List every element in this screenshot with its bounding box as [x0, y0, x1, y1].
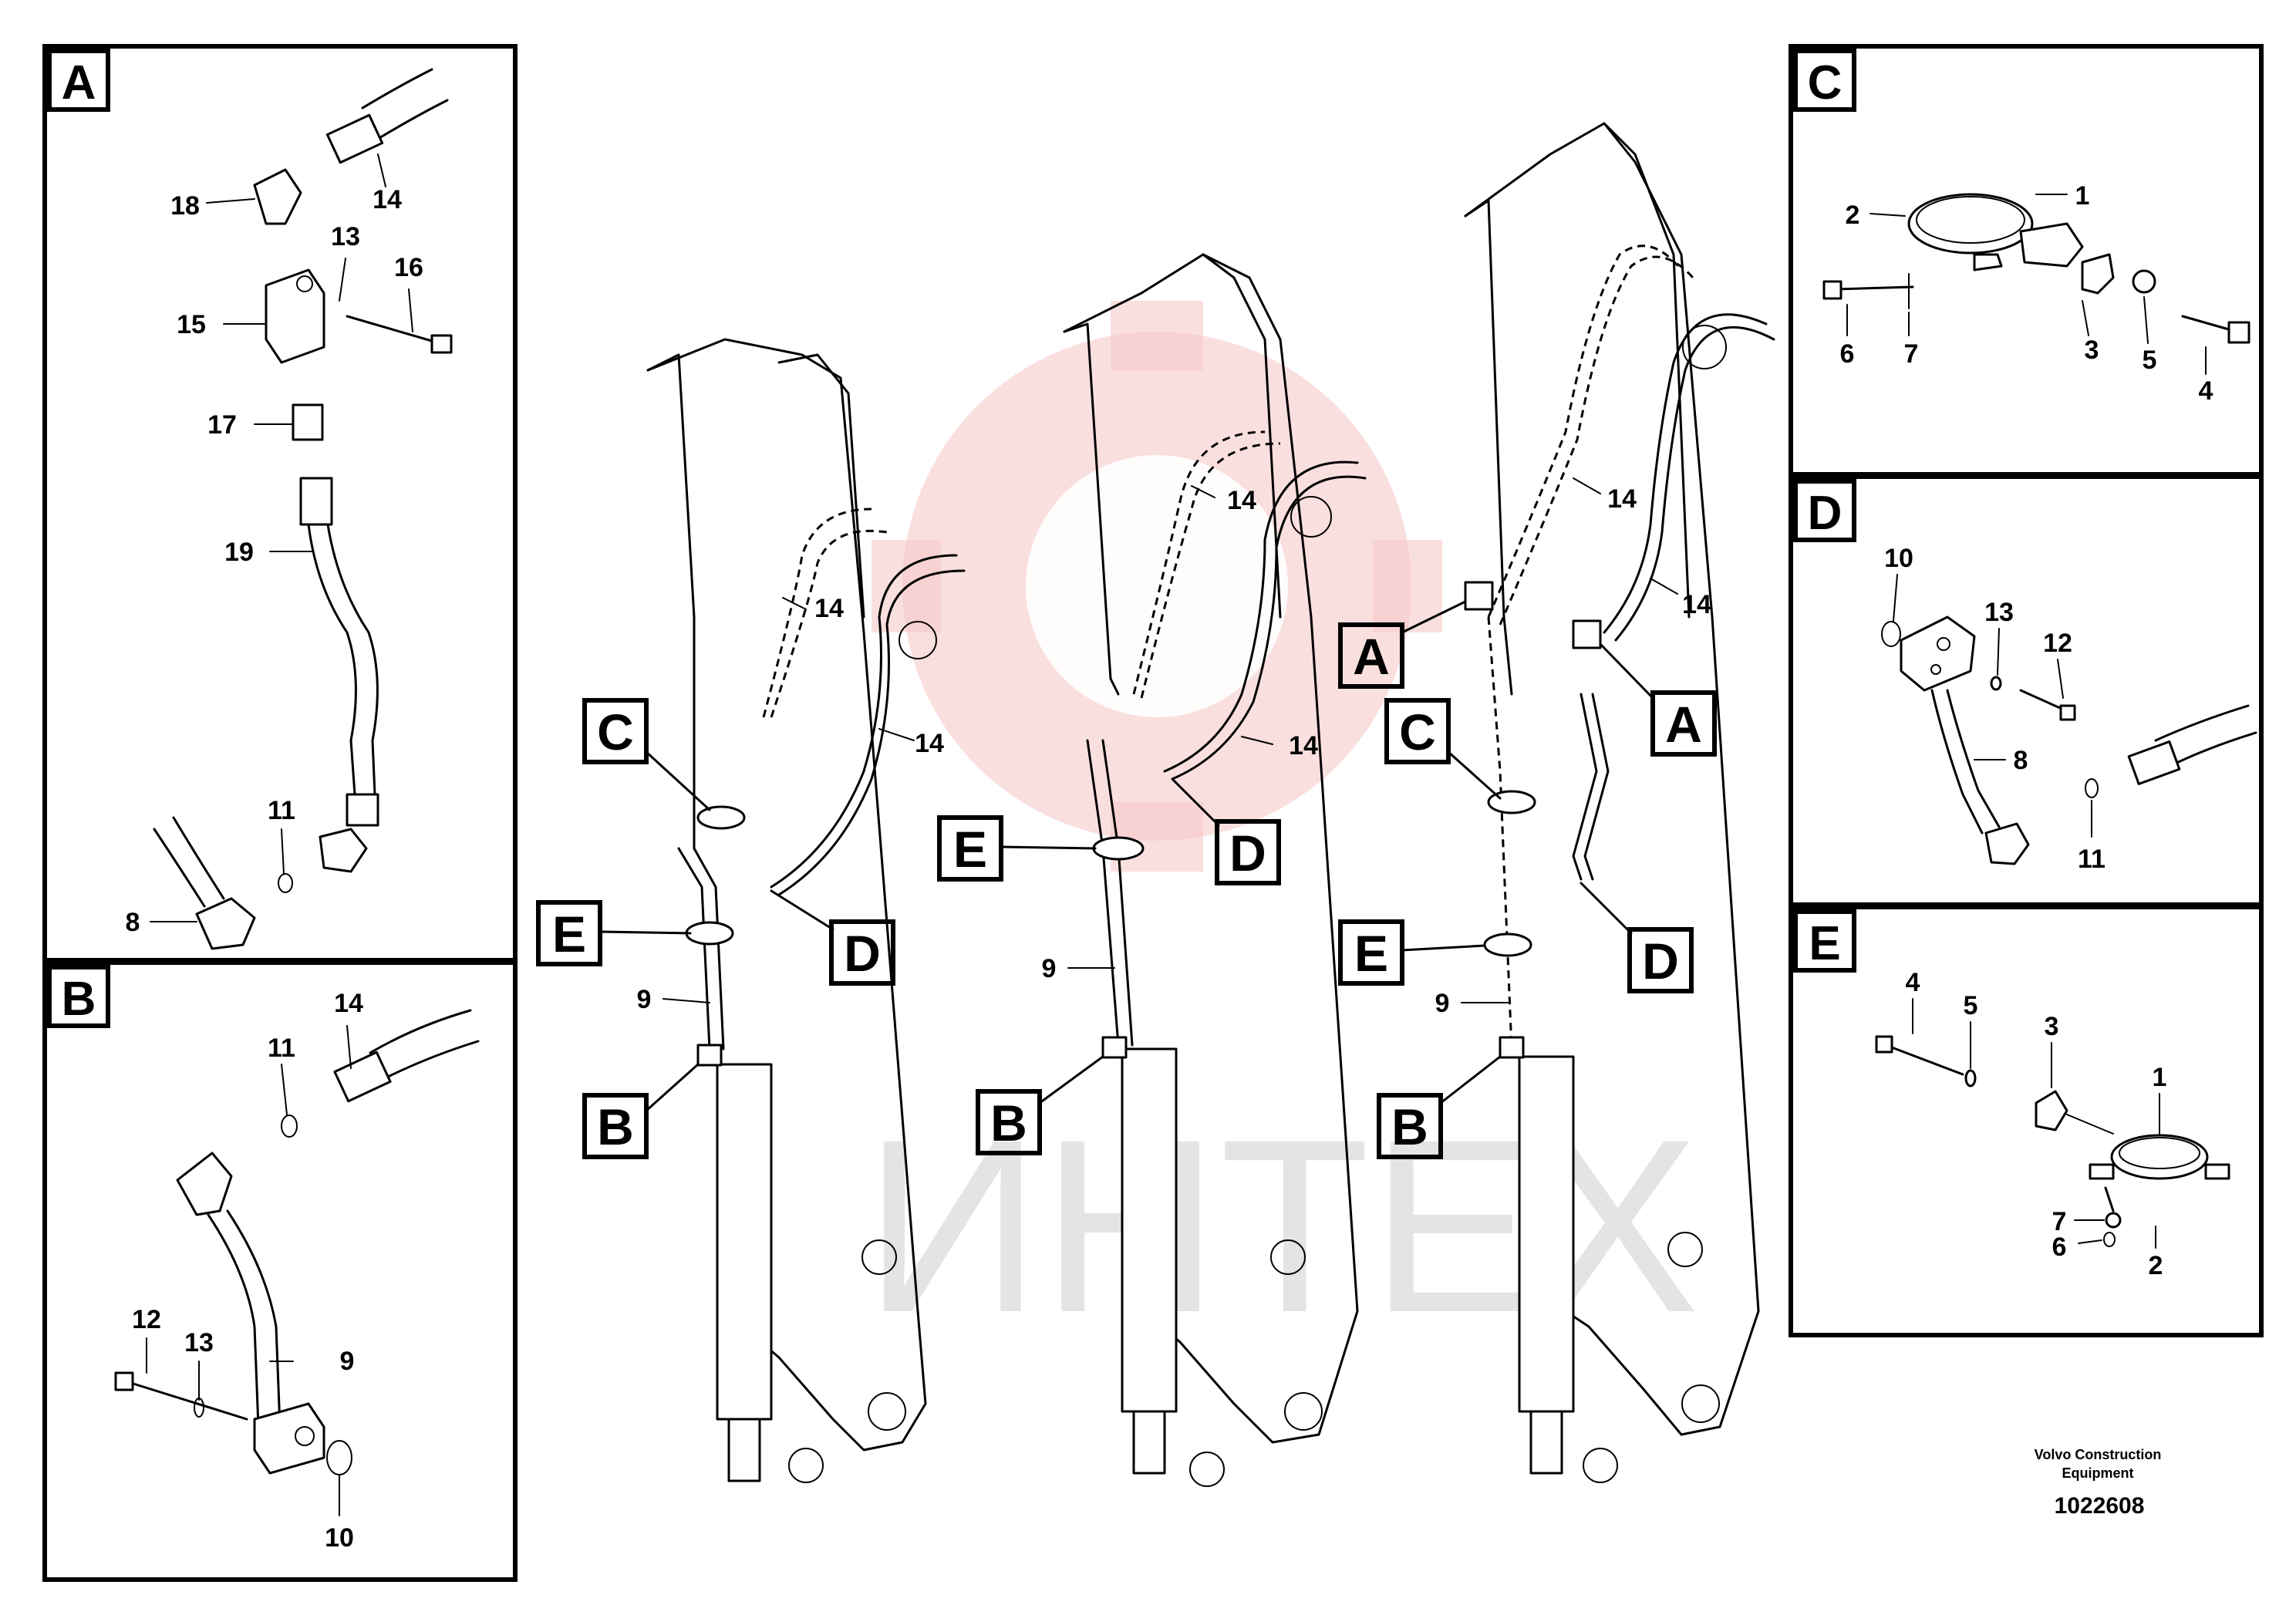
boom3-callout-d: D	[1642, 932, 1679, 990]
boom3-label-14-upper: 14	[1607, 484, 1637, 514]
boom3-callout-b: B	[1391, 1098, 1428, 1155]
panel-d-letter: D	[1808, 487, 1843, 540]
boom2-callout-e: E	[953, 821, 987, 878]
boom3-callout-c: C	[1399, 703, 1436, 760]
boom1-callout-e: E	[552, 905, 586, 963]
document-number: 1022608	[2055, 1493, 2145, 1519]
boom2-label-14-upper: 14	[1227, 486, 1256, 515]
boom3-callout-a-right: A	[1665, 696, 1702, 753]
label-a-8: 8	[126, 908, 140, 937]
label-e-5: 5	[1964, 991, 1978, 1020]
boom-assembly-2: E B D 14 14 9	[937, 253, 1367, 1487]
detail-panel-a: A 18 14	[42, 44, 518, 963]
label-d-8: 8	[2014, 746, 2028, 775]
watermark-gear-logo	[872, 301, 1442, 872]
label-b-12: 12	[132, 1305, 161, 1334]
label-d-10: 10	[1884, 544, 1913, 573]
label-c-2: 2	[1846, 201, 1860, 230]
label-c-3: 3	[2085, 336, 2099, 365]
label-c-1: 1	[2075, 181, 2090, 211]
label-b-10: 10	[325, 1523, 354, 1553]
panel-e-letter: E	[1809, 917, 1840, 970]
boom2-label-9: 9	[1042, 954, 1057, 983]
label-e-3: 3	[2045, 1012, 2059, 1041]
boom1-label-14-lower: 14	[915, 729, 944, 758]
label-e-6: 6	[2052, 1233, 2067, 1262]
boom3-callout-a-left: A	[1353, 628, 1390, 685]
boom3-label-14-lower: 14	[1682, 590, 1711, 619]
boom1-callout-b: B	[597, 1098, 634, 1155]
boom2-callout-b: B	[990, 1094, 1027, 1152]
boom-assembly-1: C E B D 14 14 9	[536, 338, 966, 1483]
panel-a-letter: A	[62, 56, 96, 110]
label-c-4: 4	[2199, 376, 2213, 406]
label-a-16: 16	[394, 253, 423, 282]
label-a-15: 15	[177, 310, 206, 339]
label-b-9: 9	[340, 1347, 355, 1376]
label-a-11: 11	[268, 796, 295, 825]
boom1-label-9: 9	[637, 985, 652, 1014]
label-e-2: 2	[2149, 1251, 2163, 1280]
panel-c-letter: C	[1808, 56, 1843, 110]
label-c-7: 7	[1904, 339, 1919, 369]
label-e-4: 4	[1906, 968, 1920, 997]
detail-panel-b: B 14 11 12 13 9 10	[42, 960, 518, 1582]
boom1-callout-c: C	[597, 703, 634, 760]
boom3-label-9: 9	[1435, 989, 1450, 1018]
boom1-label-14-upper: 14	[814, 594, 844, 623]
label-d-13: 13	[1984, 598, 2014, 627]
boom1-callout-d: D	[844, 925, 881, 982]
label-b-13: 13	[184, 1328, 214, 1357]
boom-assembly-3: A A C E B D 14 14 9	[1338, 122, 1775, 1483]
boom2-label-14-lower: 14	[1289, 731, 1318, 760]
label-c-5: 5	[2143, 346, 2157, 375]
label-d-12: 12	[2043, 629, 2072, 658]
label-a-14: 14	[373, 185, 402, 214]
label-c-6: 6	[1840, 339, 1855, 369]
detail-panel-c: C 2 1 6 7 3 5 4	[1789, 44, 2264, 477]
label-d-11: 11	[2078, 845, 2106, 874]
label-e-1: 1	[2153, 1063, 2167, 1092]
boom3-callout-e: E	[1354, 925, 1388, 982]
detail-panel-e: E 4 5 3 1 7 6 2	[1789, 905, 2264, 1337]
detail-panel-d: D 10 13 12 8 11	[1789, 474, 2264, 907]
footer-block: Volvo Construction Equipment 1022608	[2035, 1447, 2162, 1519]
label-e-7: 7	[2052, 1207, 2067, 1236]
label-a-13: 13	[331, 222, 360, 251]
label-b-11: 11	[268, 1034, 295, 1063]
label-a-18: 18	[170, 191, 200, 221]
company-name-line2: Equipment	[2062, 1465, 2134, 1481]
boom2-callout-d: D	[1229, 824, 1266, 882]
label-a-19: 19	[224, 538, 254, 567]
panel-b-letter: B	[62, 973, 96, 1026]
label-b-14: 14	[334, 989, 363, 1018]
company-name-line1: Volvo Construction	[2035, 1447, 2162, 1462]
label-a-17: 17	[207, 410, 237, 440]
